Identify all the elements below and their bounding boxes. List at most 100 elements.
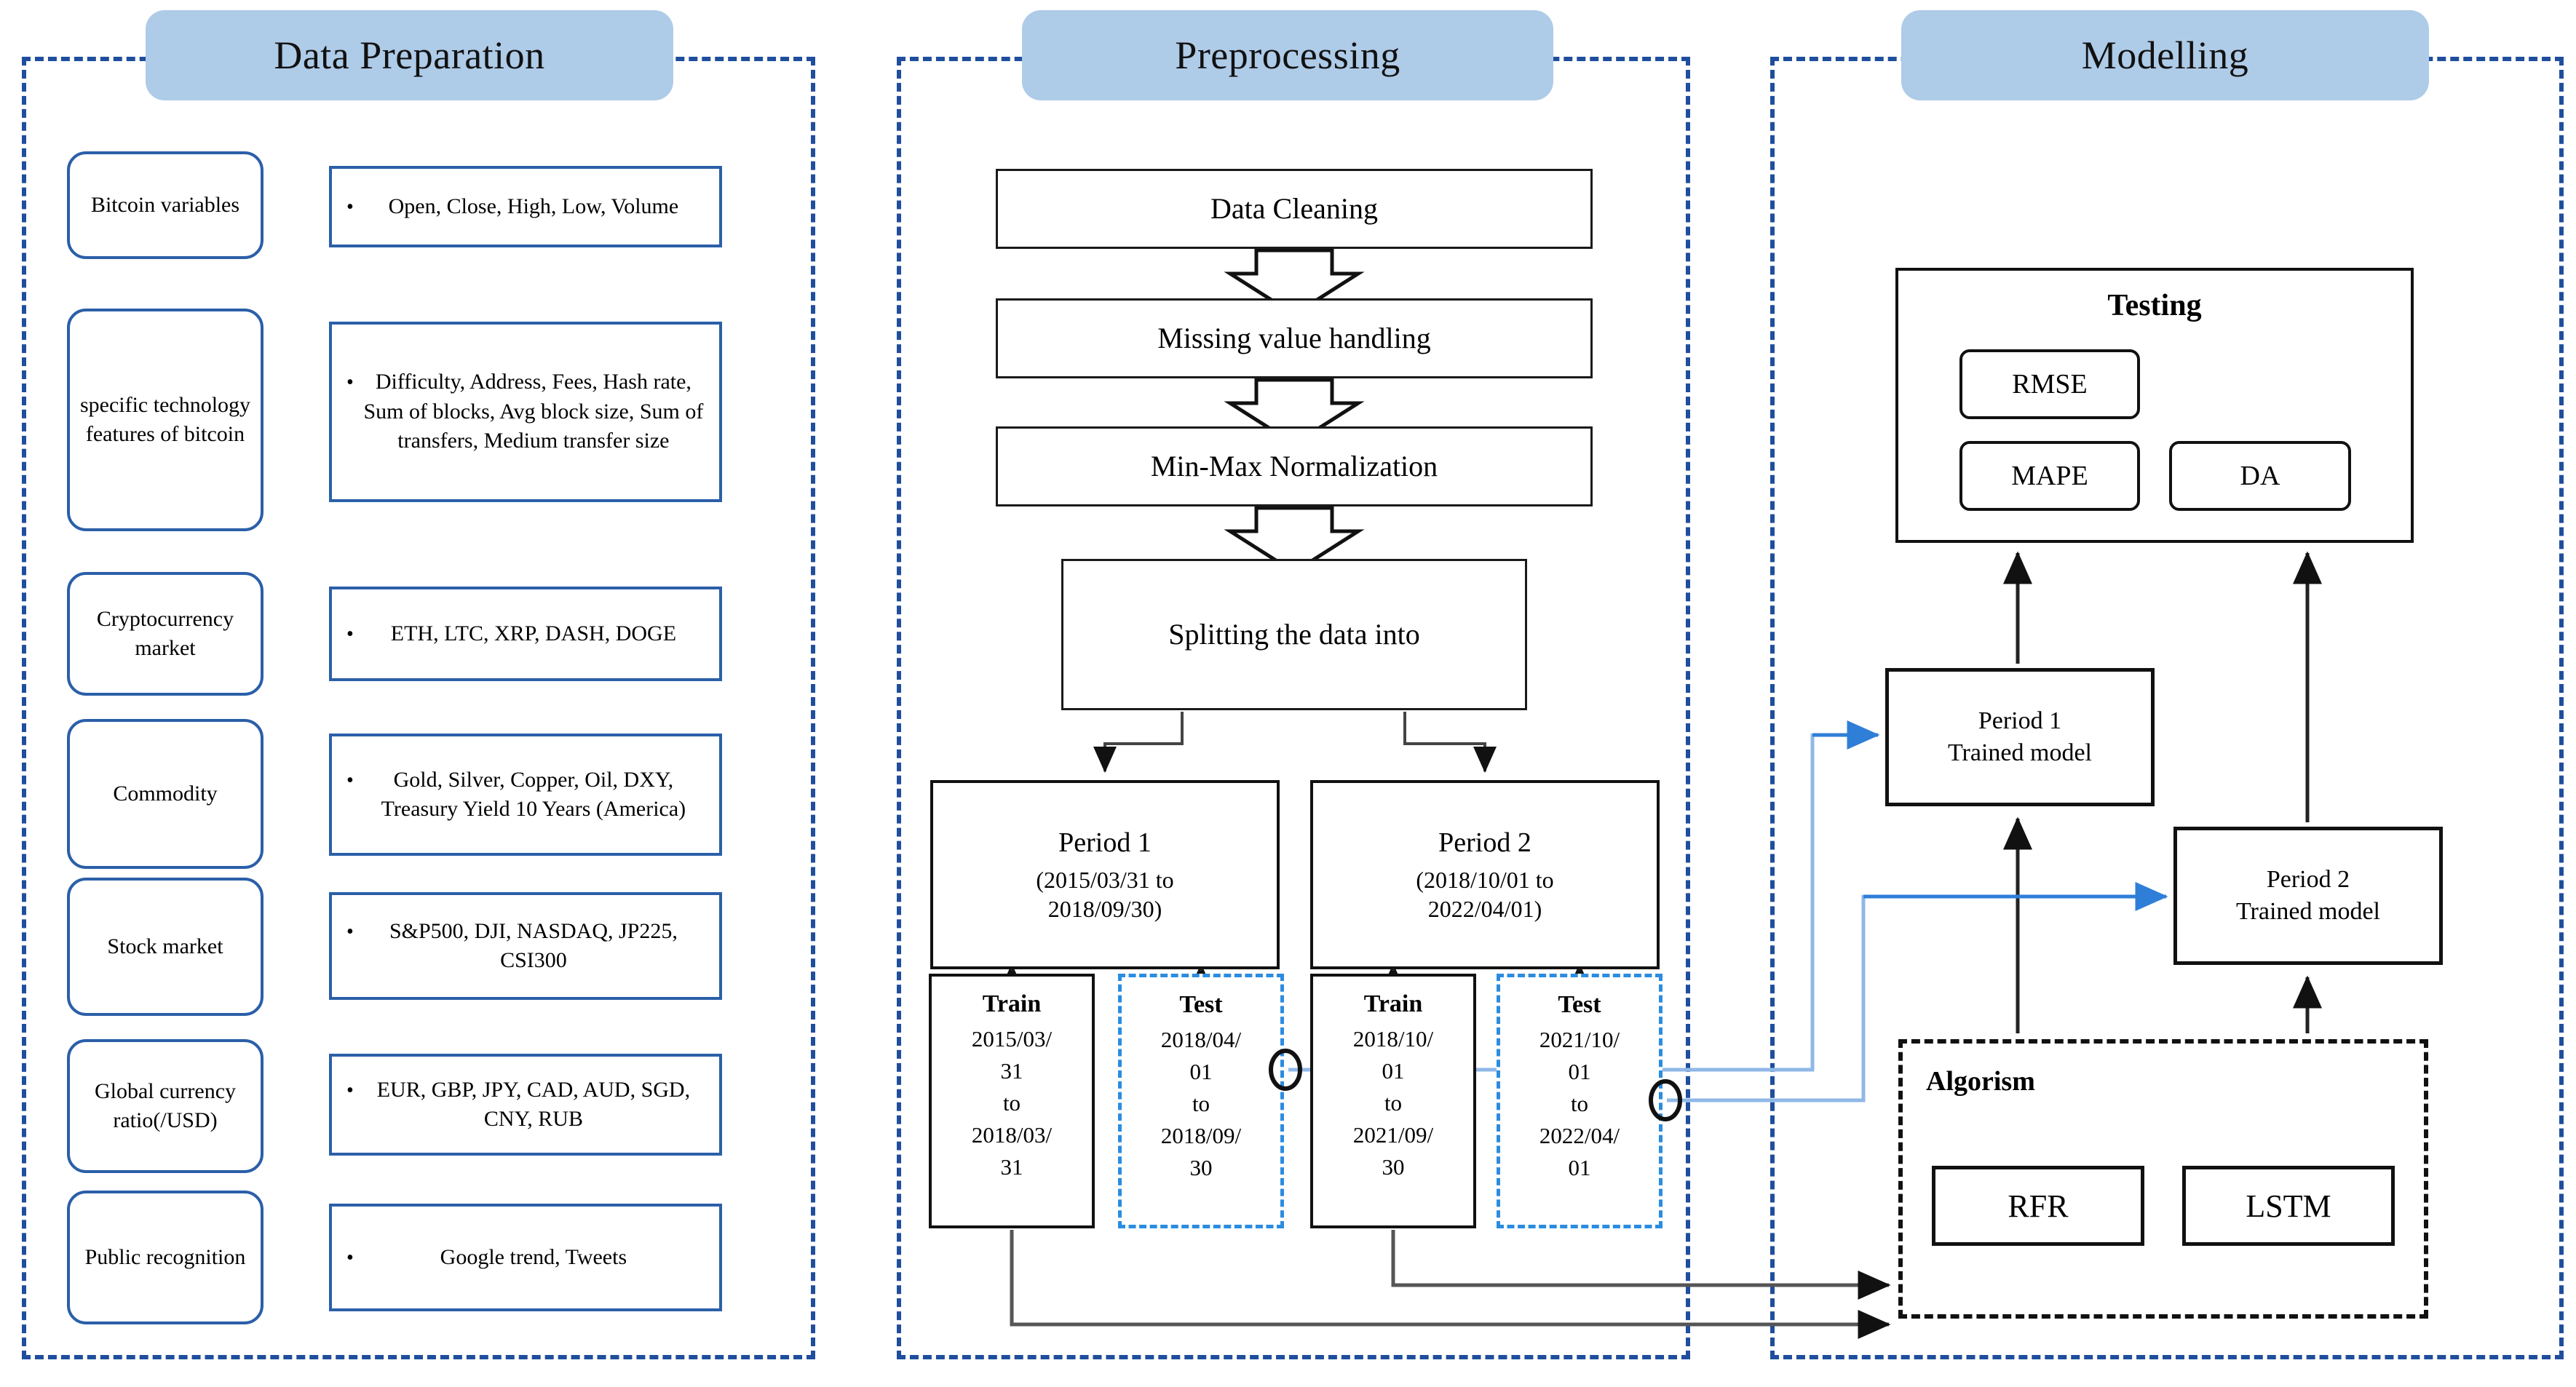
detail-text: S&P500, DJI, NASDAQ, JP225, CSI300 bbox=[389, 918, 678, 973]
bullet-icon: • bbox=[346, 371, 354, 394]
split-head: Test bbox=[1179, 991, 1223, 1018]
period-range-line1: (2018/10/01 to bbox=[1416, 866, 1554, 893]
panel-title-preprocessing: Preprocessing bbox=[1022, 10, 1553, 100]
algorithm-box-rfr: RFR bbox=[1932, 1166, 2144, 1246]
detail-text: Open, Close, High, Low, Volume bbox=[388, 194, 679, 218]
split-line5: 30 bbox=[1382, 1154, 1405, 1180]
category-box-public-recognition: Public recognition bbox=[67, 1191, 263, 1324]
detail-box: • Google trend, Tweets bbox=[329, 1204, 722, 1311]
step-label: Splitting the data into bbox=[1168, 618, 1420, 651]
detail-box: • Gold, Silver, Copper, Oil, DXY, Treasu… bbox=[329, 734, 722, 856]
period-box-1: Period 1 (2015/03/31 to 2018/09/30) bbox=[930, 780, 1280, 969]
split-line2: 01 bbox=[1382, 1058, 1405, 1084]
split-line1: 2021/10/ bbox=[1539, 1027, 1620, 1053]
category-box-global-currency: Global currency ratio(/USD) bbox=[67, 1039, 263, 1173]
split-line5: 01 bbox=[1568, 1155, 1591, 1181]
split-box-train-period2: Train 2018/10/ 01 to 2021/09/ 30 bbox=[1310, 974, 1476, 1228]
trained-model-box-period1: Period 1 Trained model bbox=[1885, 668, 2155, 806]
split-line1: 2018/10/ bbox=[1352, 1026, 1434, 1052]
metric-box-mape: MAPE bbox=[1959, 441, 2140, 511]
split-line1: 2015/03/ bbox=[971, 1026, 1053, 1052]
metric-label: DA bbox=[2240, 461, 2280, 491]
testing-title: Testing bbox=[2107, 289, 2202, 322]
detail-box: • S&P500, DJI, NASDAQ, JP225, CSI300 bbox=[329, 892, 722, 1000]
bullet-icon: • bbox=[346, 195, 354, 218]
bullet-icon: • bbox=[346, 768, 354, 792]
category-box-commodity: Commodity bbox=[67, 719, 263, 869]
bullet-icon: • bbox=[346, 622, 354, 645]
metric-box-rmse: RMSE bbox=[1959, 349, 2140, 419]
detail-text: Difficulty, Address, Fees, Hash rate, Su… bbox=[363, 370, 704, 453]
category-label: Cryptocurrency market bbox=[96, 607, 234, 660]
split-line4: 2022/04/ bbox=[1539, 1123, 1620, 1149]
split-line1: 2018/04/ bbox=[1160, 1027, 1242, 1053]
split-head: Train bbox=[982, 990, 1042, 1017]
period-range-line1: (2015/03/31 to bbox=[1036, 866, 1174, 893]
step-box-splitting-data: Splitting the data into bbox=[1061, 559, 1527, 710]
bullet-icon: • bbox=[346, 1078, 354, 1102]
trained-model-line2: Trained model bbox=[1947, 739, 2092, 766]
split-line4: 2021/09/ bbox=[1352, 1122, 1434, 1148]
split-line4: 2018/09/ bbox=[1160, 1123, 1242, 1149]
split-line3: to bbox=[1002, 1090, 1021, 1116]
split-line5: 30 bbox=[1189, 1155, 1213, 1181]
category-label: Commodity bbox=[113, 782, 218, 806]
detail-box: • Open, Close, High, Low, Volume bbox=[329, 166, 722, 247]
step-label: Data Cleaning bbox=[1210, 192, 1378, 225]
split-box-train-period1: Train 2015/03/ 31 to 2018/03/ 31 bbox=[929, 974, 1095, 1228]
split-line3: to bbox=[1570, 1091, 1589, 1117]
algorithm-label: LSTM bbox=[2246, 1188, 2331, 1224]
panel-title-text: Data Preparation bbox=[274, 33, 545, 77]
panel-title-text: Preprocessing bbox=[1175, 33, 1400, 77]
metric-label: MAPE bbox=[2011, 461, 2088, 491]
split-box-test-period2: Test 2021/10/ 01 to 2022/04/ 01 bbox=[1497, 974, 1662, 1228]
step-label: Missing value handling bbox=[1157, 322, 1431, 354]
metric-label: RMSE bbox=[2012, 369, 2088, 400]
category-label: specific technology features of bitcoin bbox=[79, 393, 251, 446]
split-box-test-period1: Test 2018/04/ 01 to 2018/09/ 30 bbox=[1118, 974, 1284, 1228]
split-line2: 01 bbox=[1189, 1059, 1213, 1085]
detail-box: • Difficulty, Address, Fees, Hash rate, … bbox=[329, 322, 722, 502]
trained-model-line1: Period 2 bbox=[2266, 865, 2350, 893]
detail-text: Gold, Silver, Copper, Oil, DXY, Treasury… bbox=[381, 767, 686, 822]
detail-text: ETH, LTC, XRP, DASH, DOGE bbox=[390, 621, 677, 645]
trained-model-line2: Trained model bbox=[2235, 898, 2380, 925]
step-label: Min-Max Normalization bbox=[1150, 450, 1438, 482]
bullet-icon: • bbox=[346, 1246, 354, 1269]
split-head: Test bbox=[1558, 991, 1601, 1018]
step-box-missing-value-handling: Missing value handling bbox=[996, 298, 1593, 378]
category-label: Bitcoin variables bbox=[90, 193, 240, 218]
algorithm-box-lstm: LSTM bbox=[2182, 1166, 2395, 1246]
trained-model-line1: Period 1 bbox=[1978, 707, 2062, 734]
step-box-min-max-normalization: Min-Max Normalization bbox=[996, 426, 1593, 506]
split-line2: 31 bbox=[1000, 1058, 1023, 1084]
trained-model-box-period2: Period 2 Trained model bbox=[2173, 827, 2443, 965]
category-box-cryptocurrency-market: Cryptocurrency market bbox=[67, 572, 263, 696]
panel-title-modelling: Modelling bbox=[1901, 10, 2429, 100]
category-box-technology-features: specific technology features of bitcoin bbox=[67, 309, 263, 531]
split-line2: 01 bbox=[1568, 1059, 1591, 1085]
panel-title-text: Modelling bbox=[2081, 33, 2249, 77]
split-head: Train bbox=[1363, 990, 1423, 1017]
period-range-line2: 2022/04/01) bbox=[1427, 895, 1542, 922]
period-title: Period 1 bbox=[1058, 827, 1152, 859]
category-box-stock-market: Stock market bbox=[67, 878, 263, 1016]
algorithm-title: Algorism bbox=[1926, 1066, 2035, 1097]
algorithm-label: RFR bbox=[2008, 1188, 2069, 1224]
category-label: Stock market bbox=[107, 934, 223, 959]
detail-box: • ETH, LTC, XRP, DASH, DOGE bbox=[329, 587, 722, 681]
panel-title-data-preparation: Data Preparation bbox=[146, 10, 673, 100]
category-label: Global currency ratio(/USD) bbox=[94, 1079, 237, 1132]
split-line3: to bbox=[1192, 1091, 1210, 1117]
detail-text: Google trend, Tweets bbox=[440, 1244, 627, 1269]
detail-text: EUR, GBP, JPY, CAD, AUD, SGD, CNY, RUB bbox=[376, 1077, 691, 1132]
split-line5: 31 bbox=[1000, 1154, 1023, 1180]
step-box-data-cleaning: Data Cleaning bbox=[996, 169, 1593, 249]
bullet-icon: • bbox=[346, 920, 354, 943]
period-range-line2: 2018/09/30) bbox=[1047, 895, 1162, 922]
period-box-2: Period 2 (2018/10/01 to 2022/04/01) bbox=[1310, 780, 1660, 969]
category-box-bitcoin-variables: Bitcoin variables bbox=[67, 151, 263, 259]
metric-box-da: DA bbox=[2169, 441, 2351, 511]
category-label: Public recognition bbox=[84, 1245, 246, 1270]
